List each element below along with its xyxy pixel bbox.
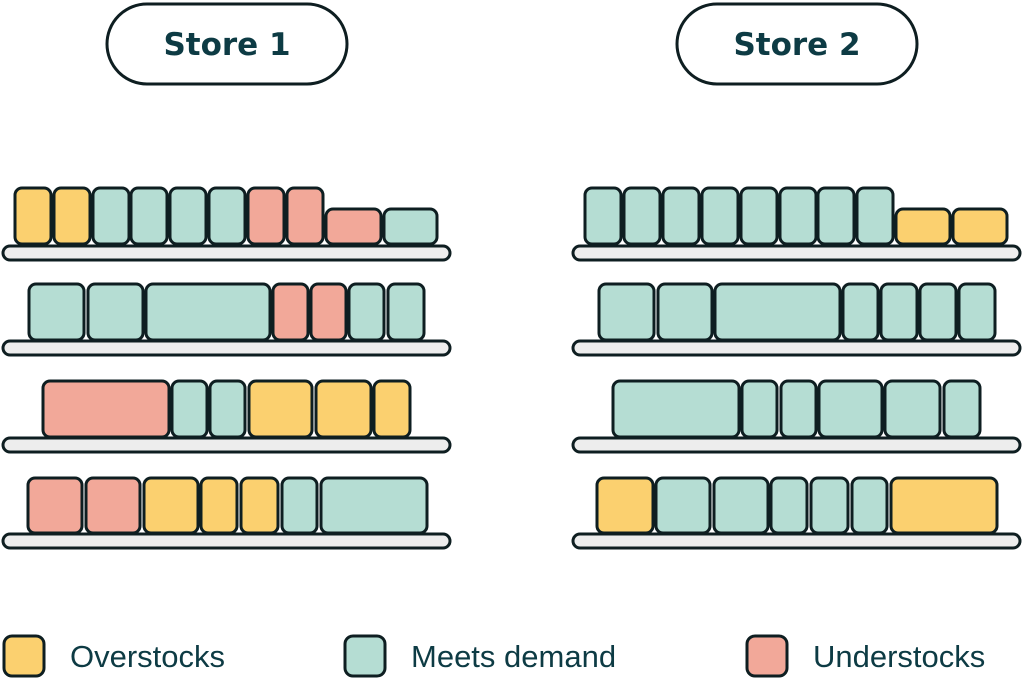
product-box-meets-demand — [386, 282, 426, 342]
product-box-meets-demand — [769, 476, 809, 535]
product-box-meets-demand — [207, 186, 247, 246]
product-box-overstock — [894, 207, 952, 246]
product-box-meets-demand — [739, 186, 779, 246]
legend-item-overstocks: Overstocks — [2, 634, 225, 678]
product-box-meets-demand — [883, 379, 942, 439]
product-box-meets-demand — [208, 379, 247, 439]
product-box-overstock — [595, 476, 655, 535]
product-box-understock — [309, 282, 348, 342]
shelf-board — [1, 436, 452, 454]
product-box-meets-demand — [144, 282, 272, 342]
store-1-title: Store 1 — [163, 27, 290, 63]
legend-label-understocks: Understocks — [813, 639, 985, 674]
product-box-overstock — [52, 186, 92, 246]
product-box-meets-demand — [712, 476, 770, 535]
understocks-swatch — [745, 634, 789, 678]
legend-item-meets-demand: Meets demand — [343, 634, 616, 678]
product-box-meets-demand — [816, 186, 856, 246]
product-box-understock — [285, 186, 325, 246]
product-box-meets-demand — [817, 379, 884, 439]
shelf-board — [571, 436, 1022, 454]
product-box-overstock — [951, 207, 1009, 246]
product-box-meets-demand — [957, 282, 997, 342]
product-box-meets-demand — [382, 207, 439, 246]
store-2-shelves — [571, 244, 1022, 550]
product-box-meets-demand — [622, 186, 662, 246]
product-box-meets-demand — [850, 476, 889, 535]
overstocks-swatch — [2, 634, 46, 678]
product-box-meets-demand — [27, 282, 86, 342]
shelf-board — [1, 532, 452, 550]
product-boxes — [13, 186, 1009, 535]
product-box-meets-demand — [280, 476, 319, 535]
product-box-understock — [41, 379, 171, 439]
product-box-meets-demand — [656, 282, 714, 342]
product-box-understock — [84, 476, 142, 535]
legend-label-meets-demand: Meets demand — [411, 639, 616, 674]
product-box-meets-demand — [654, 476, 712, 535]
product-box-meets-demand — [879, 282, 919, 342]
product-box-meets-demand — [597, 282, 656, 342]
product-box-meets-demand — [713, 282, 842, 342]
product-box-meets-demand — [611, 379, 741, 439]
product-box-meets-demand — [942, 379, 982, 439]
product-box-meets-demand — [86, 282, 145, 342]
product-box-overstock — [142, 476, 200, 535]
product-box-meets-demand — [855, 186, 895, 246]
shelf-board — [571, 532, 1022, 550]
shelf-board — [571, 244, 1022, 262]
product-box-understock — [324, 207, 383, 246]
product-box-understock — [246, 186, 286, 246]
product-box-meets-demand — [779, 379, 818, 439]
product-box-overstock — [889, 476, 999, 535]
shelf-board — [1, 339, 452, 357]
product-box-meets-demand — [91, 186, 131, 246]
product-box-overstock — [199, 476, 239, 535]
legend-label-overstocks: Overstocks — [70, 639, 225, 674]
product-box-meets-demand — [170, 379, 209, 439]
meets-demand-swatch — [343, 634, 387, 678]
product-box-meets-demand — [778, 186, 818, 246]
store-2-title: Store 2 — [733, 27, 860, 63]
product-box-overstock — [314, 379, 373, 439]
product-box-overstock — [247, 379, 314, 439]
product-box-meets-demand — [841, 282, 880, 342]
legend-item-understocks: Understocks — [745, 634, 985, 678]
product-box-overstock — [239, 476, 280, 535]
product-box-meets-demand — [319, 476, 429, 535]
product-box-meets-demand — [129, 186, 169, 246]
product-box-meets-demand — [347, 282, 386, 342]
product-box-meets-demand — [809, 476, 850, 535]
product-box-meets-demand — [168, 186, 208, 246]
product-box-meets-demand — [661, 186, 701, 246]
product-box-understock — [271, 282, 310, 342]
shelf-board — [571, 339, 1022, 357]
shelf-board — [1, 244, 452, 262]
product-box-overstock — [13, 186, 53, 246]
store-2-title-pill: Store 2 — [675, 2, 919, 86]
product-box-meets-demand — [740, 379, 779, 439]
product-box-meets-demand — [583, 186, 623, 246]
store-1-title-pill: Store 1 — [105, 2, 349, 86]
product-box-meets-demand — [918, 282, 958, 342]
legend: Overstocks Meets demand Understocks — [2, 634, 985, 678]
product-box-meets-demand — [700, 186, 740, 246]
product-box-understock — [26, 476, 84, 535]
product-box-overstock — [372, 379, 412, 439]
